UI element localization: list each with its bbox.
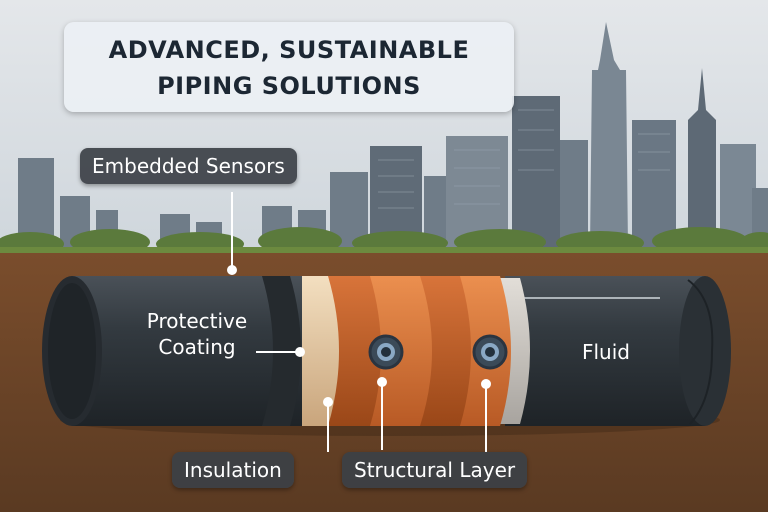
- pipe-right-section: [505, 276, 731, 426]
- embedded-sensors-label: Embedded Sensors: [80, 148, 297, 184]
- pipe-left-section: [42, 276, 302, 426]
- title-line-2: PIPING SOLUTIONS: [157, 72, 421, 100]
- protective-coating-line-2: Coating: [158, 335, 236, 359]
- protective-coating-label: Protective Coating: [132, 308, 262, 360]
- sensor-right: [472, 334, 508, 370]
- title-line-1: ADVANCED, SUSTAINABLE: [108, 36, 470, 64]
- structural-layer-label: Structural Layer: [342, 452, 528, 488]
- sensor-left: [368, 334, 404, 370]
- skyline-windows: [378, 109, 670, 209]
- protective-coating-line-1: Protective: [146, 309, 248, 333]
- insulation-label: Insulation: [172, 452, 294, 488]
- grass-strip: [0, 247, 768, 253]
- title-panel: ADVANCED, SUSTAINABLE PIPING SOLUTIONS: [64, 22, 514, 112]
- fluid-label: Fluid: [582, 340, 630, 364]
- leader-lines: [227, 192, 491, 452]
